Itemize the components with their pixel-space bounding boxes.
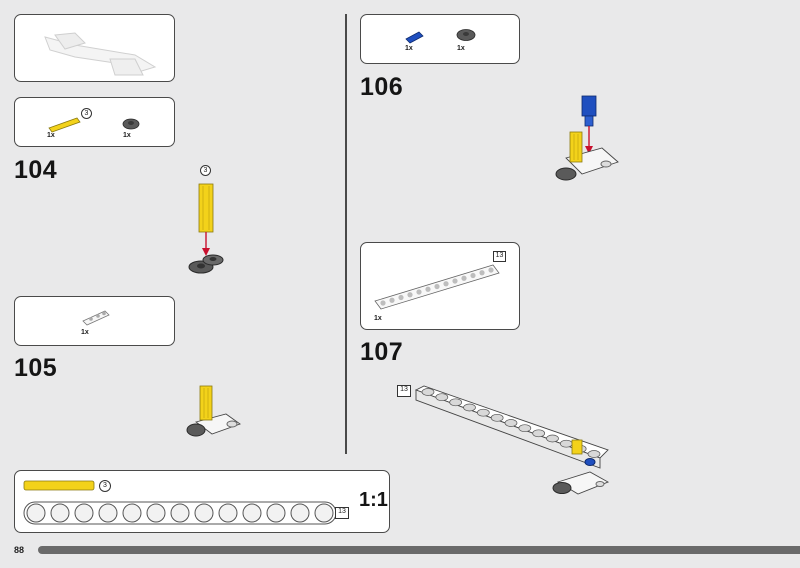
step-107-illustration bbox=[414, 385, 610, 495]
step-105-number: 105 bbox=[14, 354, 58, 382]
step-105-qty-1: 1x bbox=[81, 329, 89, 336]
beam-hole bbox=[443, 281, 449, 287]
beam-hole bbox=[470, 272, 476, 279]
beam-hole bbox=[449, 398, 463, 407]
beam-hole bbox=[425, 286, 431, 292]
short-white-beam-part bbox=[82, 310, 110, 326]
beam-hole bbox=[242, 503, 262, 523]
beam-hole bbox=[504, 419, 518, 427]
beam-hole bbox=[463, 403, 476, 412]
beam-hole bbox=[290, 503, 310, 523]
scale-yellow-axle bbox=[23, 480, 95, 491]
beam-hole bbox=[490, 413, 504, 422]
blue-pin-part bbox=[405, 31, 424, 44]
step-107-number: 107 bbox=[360, 338, 404, 366]
step-104-qty-2: 1x bbox=[123, 132, 131, 139]
beam-hole bbox=[407, 292, 413, 298]
scale-beam-callout: 13 bbox=[335, 507, 349, 519]
beam-hole bbox=[587, 450, 601, 458]
step-105-illustration bbox=[186, 385, 241, 437]
step-104-qty-1: 1x bbox=[47, 132, 55, 139]
beam-hole bbox=[488, 267, 494, 273]
beam-hole bbox=[170, 503, 190, 523]
step-106-qty-2: 1x bbox=[457, 45, 465, 52]
step-104-callout: 3 bbox=[200, 165, 211, 176]
beam-hole bbox=[380, 300, 386, 306]
beam-hole bbox=[266, 503, 286, 523]
beam-hole bbox=[416, 289, 422, 295]
beam-hole bbox=[122, 503, 142, 523]
beam-hole bbox=[218, 503, 238, 523]
step-106-number: 106 bbox=[360, 73, 404, 101]
step-106-parts-box: 1x 1x bbox=[360, 14, 520, 64]
beam-hole bbox=[98, 503, 118, 523]
beam-hole bbox=[421, 388, 435, 396]
step-106-illustration bbox=[555, 95, 619, 181]
beam-hole bbox=[532, 429, 546, 438]
long-white-beam-part bbox=[374, 264, 500, 310]
beam-hole bbox=[435, 393, 449, 402]
beam-hole bbox=[146, 503, 166, 523]
step-105-parts-box: 1x bbox=[14, 296, 175, 346]
step-107-qty-1: 1x bbox=[374, 315, 382, 322]
beam-hole bbox=[546, 434, 559, 443]
beam-hole bbox=[50, 503, 70, 523]
beam-hole bbox=[74, 503, 94, 523]
step-104-number: 104 bbox=[14, 156, 58, 184]
beam-hole bbox=[479, 270, 485, 276]
beam-hole bbox=[461, 275, 467, 281]
beam-hole bbox=[398, 294, 404, 301]
scale-white-beam bbox=[23, 501, 337, 525]
model-reference-image bbox=[44, 32, 157, 76]
step-107-beam-callout: 13 bbox=[493, 251, 506, 262]
beam-hole bbox=[314, 503, 334, 523]
page-number: 88 bbox=[14, 545, 25, 555]
step-107-parts-box: 13 1x bbox=[360, 242, 520, 330]
yellow-axle-part bbox=[48, 117, 81, 133]
page-progress-bar bbox=[38, 546, 800, 554]
step-104-illustration bbox=[188, 183, 224, 274]
scale-reference-box: 3 13 1:1 bbox=[14, 470, 390, 533]
scale-axle-callout: 3 bbox=[99, 480, 111, 492]
model-reference-box bbox=[14, 14, 175, 82]
beam-hole bbox=[26, 503, 46, 523]
beam-hole bbox=[194, 503, 214, 523]
step-106-qty-1: 1x bbox=[405, 45, 413, 52]
column-divider bbox=[345, 14, 347, 454]
scale-label: 1:1 bbox=[359, 489, 388, 511]
step-104-axle-callout: 3 bbox=[81, 108, 92, 119]
beam-hole bbox=[452, 278, 458, 284]
dark-gray-connector-part bbox=[122, 118, 140, 130]
beam-hole bbox=[518, 424, 532, 433]
step-107-callout: 13 bbox=[397, 385, 411, 397]
beam-hole bbox=[476, 408, 490, 417]
beam-hole bbox=[389, 297, 395, 303]
beam-hole bbox=[434, 283, 440, 290]
beam-hole bbox=[559, 439, 573, 448]
step-104-parts-box: 3 1x 1x bbox=[14, 97, 175, 147]
dark-gray-connector-part bbox=[456, 29, 476, 41]
